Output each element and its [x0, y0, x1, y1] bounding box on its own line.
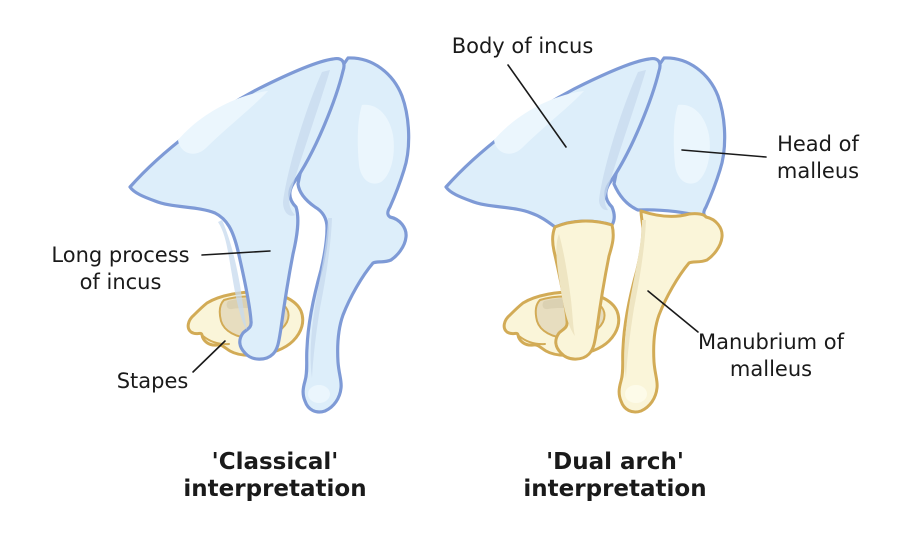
leader-stapes — [192, 340, 226, 373]
caption-classical: 'Classical' interpretation — [175, 449, 375, 503]
label-line: Head of — [777, 132, 859, 156]
label-manubrium-of-malleus: Manubrium of malleus — [696, 329, 846, 383]
incus-process-shade — [218, 220, 247, 330]
caption-line: 'Classical' — [211, 449, 339, 475]
label-line: Manubrium of — [697, 330, 845, 354]
leader-lines — [192, 64, 767, 373]
label-head-of-malleus: Head of malleus — [768, 131, 868, 185]
incus-edge-shade — [283, 70, 330, 216]
malleus-neck-shade — [310, 218, 332, 378]
label-stapes: Stapes — [105, 368, 200, 395]
leader-long-process — [201, 250, 271, 256]
label-line: malleus — [776, 159, 860, 183]
leader-manubrium — [647, 290, 699, 333]
classical-figure — [128, 56, 411, 414]
long-process-shape — [551, 219, 615, 361]
caption-dual-arch: 'Dual arch' interpretation — [515, 449, 715, 503]
label-line: Body of incus — [451, 34, 594, 58]
malleus-head-highlight — [673, 104, 710, 184]
incus-edge-shade — [599, 70, 646, 211]
leader-body-of-incus — [507, 64, 567, 148]
manubrium-tip-highlight — [308, 385, 330, 403]
incus-body-highlight — [494, 91, 584, 154]
incus-body-highlight — [178, 91, 268, 154]
caption-line: interpretation — [523, 476, 707, 502]
label-body-of-incus: Body of incus — [430, 33, 615, 60]
manubrium-shape — [617, 209, 724, 414]
label-line: Long process — [51, 243, 190, 267]
caption-line: 'Dual arch' — [546, 449, 684, 475]
leader-head-of-malleus — [681, 149, 767, 158]
label-line: of incus — [79, 270, 162, 294]
label-line: Stapes — [116, 369, 189, 393]
incus-shape — [128, 56, 346, 361]
label-line: malleus — [729, 357, 813, 381]
malleus-head-highlight — [357, 104, 394, 184]
caption-line: interpretation — [183, 476, 367, 502]
label-long-process-of-incus: Long process of incus — [28, 242, 213, 296]
dual-arch-figure — [444, 56, 727, 414]
